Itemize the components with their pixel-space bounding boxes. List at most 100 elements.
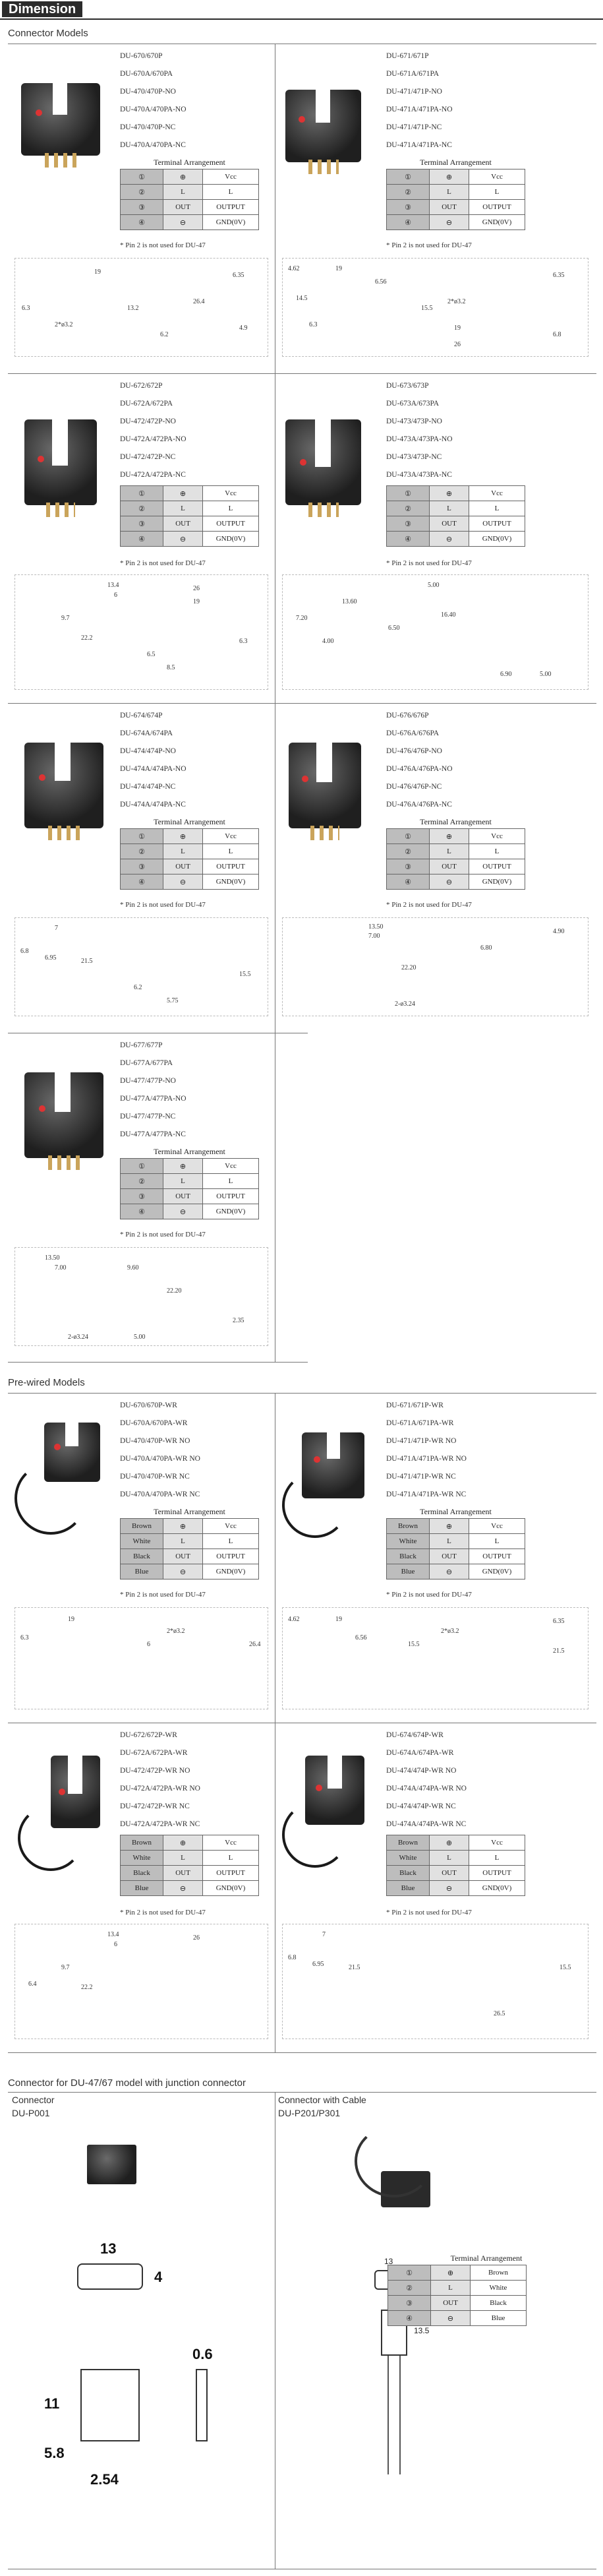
dimension-drawing: 13.50 7.00 22.20 2-ø3.24 6.80 4.90 — [282, 917, 589, 1016]
section-title-connector: Connector Models — [8, 28, 88, 39]
dim-label: 0.6 — [192, 2346, 213, 2362]
sensor-photo — [24, 419, 97, 517]
sensor-cable — [282, 1802, 348, 1868]
sensor-photo — [24, 1072, 103, 1170]
pin-note: * Pin 2 is not used for DU-47 — [120, 559, 206, 567]
sensor-photo — [289, 743, 361, 840]
dim-label: 2.54 — [90, 2471, 119, 2488]
grid-line — [8, 2092, 596, 2093]
sensor-photo — [285, 419, 361, 517]
dimension-drawing: 7 6.8 6.95 21.5 6.2 5.75 15.5 — [14, 917, 268, 1016]
connector-cable-model: DU-P201/P301 — [278, 2108, 341, 2118]
connector-cable-title: Connector with Cable — [278, 2095, 366, 2105]
grid-line — [8, 2052, 596, 2053]
connector-top-view — [77, 2263, 143, 2290]
sensor-photo — [285, 90, 361, 174]
sensor-cable — [14, 1462, 87, 1535]
dimension-drawing: 13.50 7.00 9.60 22.20 2-ø3.24 5.00 2.35 — [14, 1247, 268, 1346]
connector-end-view — [196, 2369, 208, 2441]
dimension-drawing: 19 6.3 2*ø3.2 13.2 6.2 26.4 6.35 4.9 — [14, 258, 268, 357]
pin-note: * Pin 2 is not used for DU-47 — [120, 901, 206, 909]
junction-cable-panel: Connector with Cable DU-P201/P301 13 4 1… — [275, 2092, 596, 2569]
pin-note: * Pin 2 is not used for DU-47 — [120, 241, 206, 249]
dimension-drawing: 13.4 6 9.7 22.2 6.4 26 — [14, 1924, 268, 2039]
dimension-drawing: 5.00 13.60 7.20 6.50 16.40 4.00 6.90 5.0… — [282, 574, 589, 690]
dim-label: 4 — [154, 2269, 163, 2285]
sensor-photo — [51, 1756, 100, 1828]
pin-note: * Pin 2 is not used for DU-47 — [386, 241, 472, 249]
dimension-drawing: 13.4 6 9.7 22.2 26 19 6.5 8.5 6.3 — [14, 574, 268, 690]
dim-label: 5.8 — [44, 2445, 65, 2461]
sensor-cable — [18, 1805, 84, 1871]
dim-label: 13.5 — [414, 2326, 430, 2335]
dim-label: 13 — [384, 2257, 393, 2266]
sensor-photo — [24, 743, 103, 840]
connector-model: DU-P001 — [12, 2108, 50, 2118]
dim-label: 11 — [44, 2395, 60, 2412]
pin-note: * Pin 2 is not used for DU-47 — [386, 1909, 472, 1917]
sensor-photo — [21, 83, 100, 168]
sensor-cable — [282, 1472, 348, 1538]
pin-note: * Pin 2 is not used for DU-47 — [386, 559, 472, 567]
page-header: Dimension — [0, 0, 603, 20]
pin-note: * Pin 2 is not used for DU-47 — [386, 901, 472, 909]
section-title-junction: Connector for DU-47/67 model with juncti… — [8, 2077, 246, 2089]
grid-line — [8, 1393, 596, 1394]
dimension-drawing: 7 6.8 6.95 21.5 15.5 26.5 — [282, 1924, 589, 2039]
connector-side-view — [80, 2369, 140, 2441]
dimension-drawing: 4.62 19 6.56 14.5 2*ø3.2 15.5 6.3 19 26 … — [282, 258, 589, 357]
header-rule — [0, 18, 603, 20]
page-title: Dimension — [2, 1, 83, 17]
dim-label: 13 — [100, 2240, 117, 2257]
cable-wire — [355, 2125, 434, 2197]
grid-line — [8, 373, 596, 374]
section-title-prewired: Pre-wired Models — [8, 1377, 85, 1388]
pin-note: * Pin 2 is not used for DU-47 — [120, 1231, 206, 1239]
dimension-drawing: 4.62 19 6.56 2*ø3.2 15.5 6.35 21.5 — [282, 1607, 589, 1709]
pin-note: * Pin 2 is not used for DU-47 — [120, 1591, 206, 1599]
pin-note: * Pin 2 is not used for DU-47 — [386, 1591, 472, 1599]
grid-line — [8, 1362, 308, 1363]
pin-note: * Pin 2 is not used for DU-47 — [120, 1909, 206, 1917]
junction-ta-title: Terminal Arrangement — [450, 2254, 523, 2263]
cable-leads — [388, 2356, 401, 2474]
dimension-drawing: 19 6.3 2*ø3.2 26.4 6 — [14, 1607, 268, 1709]
junction-connector-panel: Connector DU-P001 13 4 0.6 11 5.8 2.54 — [8, 2092, 275, 2569]
connector-photo — [87, 2145, 136, 2184]
connector-title: Connector — [12, 2095, 55, 2105]
grid-line — [8, 703, 596, 704]
